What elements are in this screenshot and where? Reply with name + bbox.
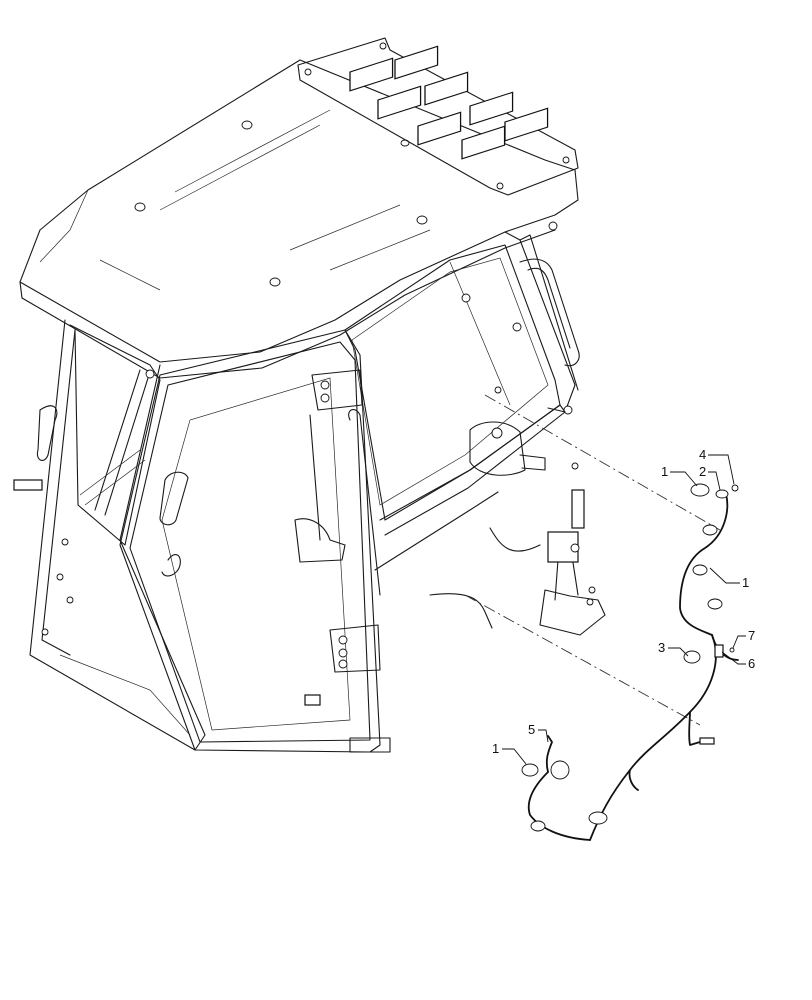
callout-1-middle: 1 — [709, 567, 749, 590]
front-windshield — [69, 324, 161, 546]
callout-1-upper: 1 — [661, 464, 698, 487]
callout-label: 5 — [528, 722, 535, 737]
callout-1-lower: 1 — [492, 741, 527, 765]
callout-label: 1 — [661, 464, 668, 479]
callout-label: 1 — [742, 575, 749, 590]
callout-2: 2 — [699, 464, 721, 491]
roof-vent-panel — [297, 37, 579, 196]
callout-label: 4 — [699, 447, 706, 462]
rear-lower-frame — [374, 404, 566, 629]
callout-label: 3 — [658, 640, 665, 655]
callout-group: 1 2 4 1 3 7 6 5 — [492, 447, 755, 765]
callout-label: 7 — [748, 628, 755, 643]
assembly-dashed-lines — [464, 394, 721, 726]
cab-roof — [19, 59, 579, 379]
cab-door — [119, 329, 381, 753]
rear-post — [504, 221, 580, 415]
cab-left-side — [13, 319, 206, 751]
callout-label: 1 — [492, 741, 499, 756]
rear-window — [344, 244, 561, 521]
callout-label: 2 — [699, 464, 706, 479]
support-bracket — [349, 462, 606, 753]
callout-7: 7 — [732, 628, 755, 649]
callout-3: 3 — [658, 640, 689, 657]
callout-6: 6 — [721, 651, 755, 671]
callout-label: 6 — [748, 656, 755, 671]
wiring-harness — [521, 483, 739, 841]
callout-5: 5 — [528, 722, 549, 743]
callout-4: 4 — [699, 447, 735, 485]
